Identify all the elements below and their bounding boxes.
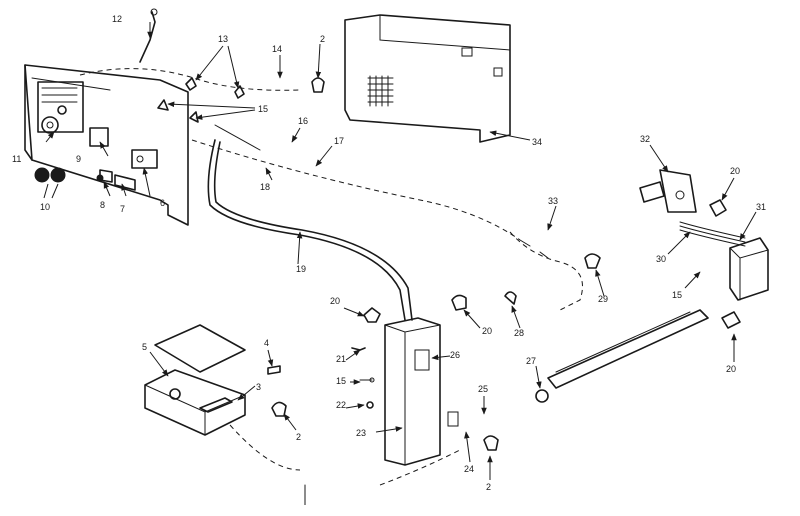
callout-32: 32 xyxy=(640,134,650,144)
callout-14: 14 xyxy=(272,44,282,54)
callout-18: 18 xyxy=(260,182,270,192)
cable-30 xyxy=(679,221,746,247)
callout-24: 24 xyxy=(464,464,474,474)
vent-grille xyxy=(367,75,394,107)
clip-2-mid xyxy=(271,401,287,417)
callout-20-lower: 20 xyxy=(726,364,736,374)
clip-2-top xyxy=(311,77,325,93)
clip-20-lower xyxy=(721,311,741,329)
callout-20-right: 20 xyxy=(482,326,492,336)
callout-2-mid: 2 xyxy=(296,432,301,442)
hose-33 xyxy=(509,231,583,311)
callout-30: 30 xyxy=(656,254,666,264)
callout-6: 6 xyxy=(160,198,165,208)
callout-5: 5 xyxy=(142,342,147,352)
callout-10: 10 xyxy=(40,202,50,212)
callout-15-box: 15 xyxy=(336,376,346,386)
callout-2-top: 2 xyxy=(320,34,325,44)
leader-lines xyxy=(43,22,757,505)
tube xyxy=(207,139,413,321)
junction-box xyxy=(379,317,461,486)
clip-2-bottom xyxy=(483,435,499,451)
callout-25: 25 xyxy=(478,384,488,394)
callout-19: 19 xyxy=(296,264,306,274)
callout-17: 17 xyxy=(334,136,344,146)
callout-22: 22 xyxy=(336,400,346,410)
callout-20-box: 20 xyxy=(330,296,340,306)
clip-20-right xyxy=(451,294,467,311)
callout-16: 16 xyxy=(298,116,308,126)
motor-32 xyxy=(639,169,697,213)
callout-31: 31 xyxy=(756,202,766,212)
callout-15-top: 15 xyxy=(258,104,268,114)
screw-15 xyxy=(359,377,375,383)
foot-control xyxy=(144,324,306,501)
nut-22 xyxy=(366,401,374,409)
knobs xyxy=(34,167,104,183)
callout-28: 28 xyxy=(514,328,524,338)
callout-2-bottom: 2 xyxy=(486,482,491,492)
callout-11: 11 xyxy=(12,154,21,164)
clip-20-box xyxy=(363,307,381,323)
callout-33: 33 xyxy=(548,196,558,206)
callout-4: 4 xyxy=(264,338,269,348)
clip-29 xyxy=(584,253,601,269)
clip-4 xyxy=(267,365,281,375)
callout-9: 9 xyxy=(76,154,81,164)
callout-13: 13 xyxy=(218,34,228,44)
callout-3: 3 xyxy=(256,382,261,392)
callout-7: 7 xyxy=(120,204,125,214)
callout-23: 23 xyxy=(356,428,366,438)
callout-labels: 12 13 14 2 15 16 17 18 19 34 11 10 9 8 7… xyxy=(12,14,766,492)
cabinet-cover xyxy=(344,14,511,143)
callout-15-right: 15 xyxy=(672,290,682,300)
rail xyxy=(535,309,709,403)
callout-34: 34 xyxy=(532,137,542,147)
callout-26: 26 xyxy=(450,350,460,360)
callout-29: 29 xyxy=(598,294,608,304)
callout-20-upper: 20 xyxy=(730,166,740,176)
clip-13 xyxy=(185,77,245,99)
callout-8: 8 xyxy=(100,200,105,210)
bracket-31 xyxy=(729,237,769,301)
callout-21: 21 xyxy=(336,354,346,364)
clip-20-upper xyxy=(709,199,727,217)
callout-27: 27 xyxy=(526,356,536,366)
callout-12: 12 xyxy=(112,14,122,24)
clip-15-top xyxy=(157,99,199,123)
wire-harness xyxy=(191,124,521,241)
clip-28 xyxy=(504,291,517,305)
